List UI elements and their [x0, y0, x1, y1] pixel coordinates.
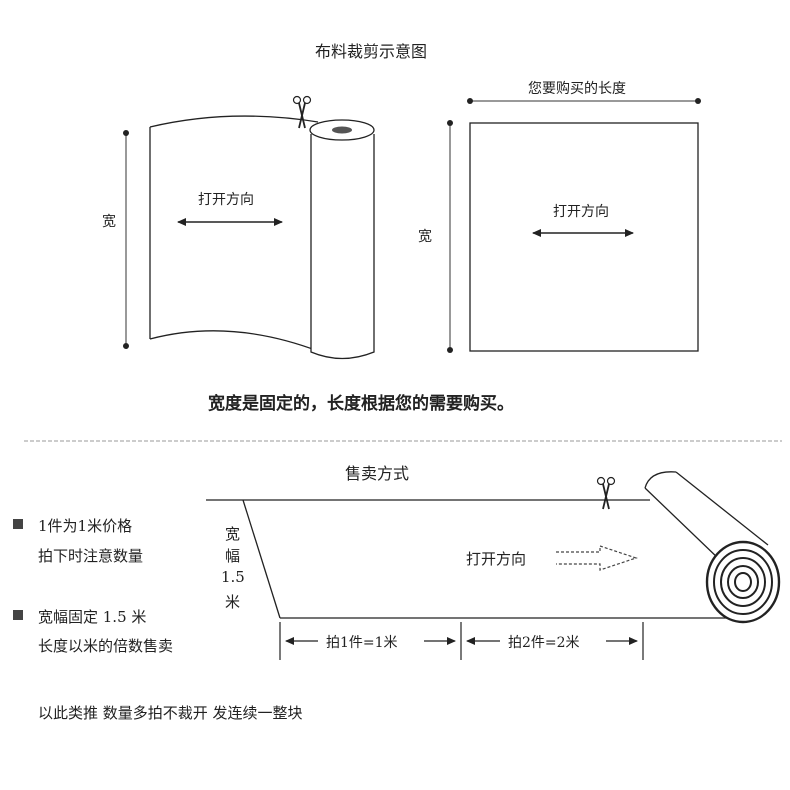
bottom-fabric-roll	[206, 471, 781, 660]
scissors-icon	[292, 95, 312, 129]
note-1-line-2: 拍下时注意数量	[38, 547, 144, 565]
caption: 宽度是固定的，长度根据您的需要购买。	[208, 394, 514, 414]
left-direction-label: 打开方向	[198, 192, 254, 208]
scissors-icon	[596, 476, 616, 510]
note-1-line-1: 1件为1米价格	[38, 517, 133, 535]
width-label-value: 1.5	[221, 568, 245, 586]
section-title: 售卖方式	[345, 464, 410, 483]
segment-1-label: 拍1件=1米	[326, 635, 398, 651]
bullet-icon	[13, 519, 23, 529]
width-label-char-2: 幅	[225, 547, 241, 565]
diagram-title: 布料裁剪示意图	[315, 42, 428, 61]
note-2-line-2: 长度以米的倍数售卖	[38, 637, 174, 655]
footer-note: 以此类推 数量多拍不裁开 发连续一整块	[38, 704, 303, 722]
right-fabric-piece	[447, 98, 701, 353]
note-2-line-1: 宽幅固定 1.5 米	[38, 608, 147, 626]
bullet-icon	[13, 610, 23, 620]
width-label-unit: 米	[225, 593, 241, 611]
segment-2-label: 拍2件=2米	[508, 635, 580, 651]
length-label: 您要购买的长度	[528, 81, 626, 97]
width-label-char-1: 宽	[225, 525, 241, 543]
right-width-label: 宽	[418, 229, 432, 245]
right-direction-label: 打开方向	[553, 204, 609, 220]
bottom-direction-label: 打开方向	[466, 550, 527, 568]
left-fabric-roll	[123, 115, 375, 360]
left-width-label: 宽	[102, 214, 116, 230]
